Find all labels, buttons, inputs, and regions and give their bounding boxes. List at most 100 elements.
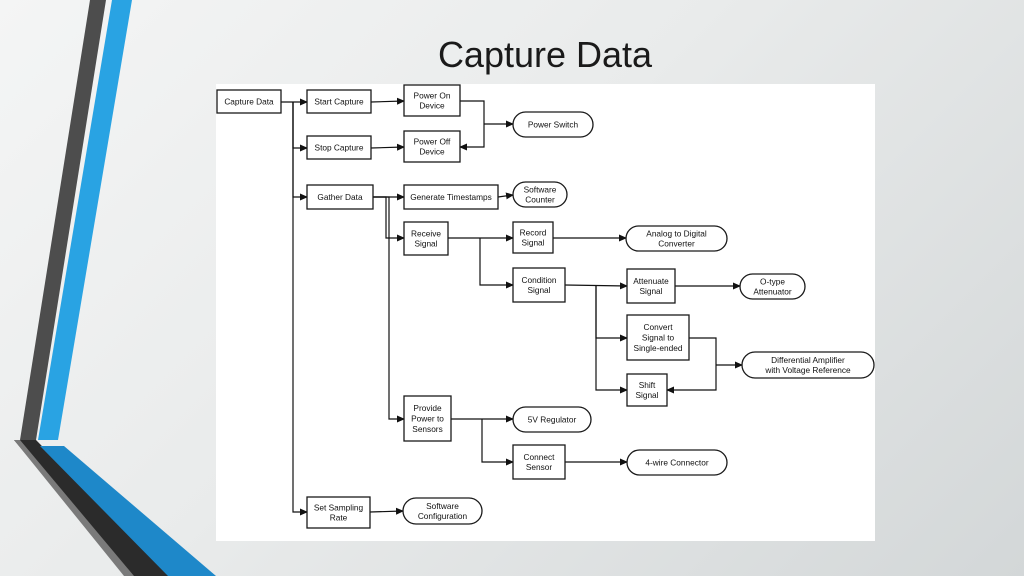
node-label: Stop Capture	[315, 143, 364, 153]
node-label: Configuration	[418, 511, 468, 521]
start-capture-box: Start Capture	[306, 89, 372, 114]
node-label: Software	[524, 184, 557, 194]
node-label: Condition	[521, 275, 556, 285]
node-label: Rate	[330, 513, 348, 523]
node-label: Generate Timestamps	[410, 192, 492, 202]
connector-arrow	[497, 192, 514, 200]
connector-arrow	[292, 102, 308, 201]
node-label: Shift	[639, 380, 656, 390]
node-shape	[739, 273, 806, 300]
node-shape	[403, 395, 452, 442]
node-label: Capture Data	[224, 97, 274, 107]
dark-corner-wedge	[14, 440, 170, 576]
connector-arrow	[459, 100, 485, 151]
charcoal-stripe	[20, 0, 106, 440]
four-wire-connector-terminal: 4-wire Connector	[626, 449, 728, 476]
node-label: Power Off	[414, 136, 451, 146]
node-label: 5V Regulator	[528, 415, 577, 425]
connector-arrow	[479, 238, 514, 289]
node-label: with Voltage Reference	[764, 365, 851, 375]
connector-arrow	[481, 419, 514, 466]
node-label: Attenuate	[633, 276, 669, 286]
node-shape	[512, 221, 554, 254]
grey-corner-wedge	[14, 440, 134, 576]
node-shape	[741, 351, 875, 379]
node-label: Software	[426, 501, 459, 511]
connector-arrow	[292, 102, 308, 152]
node-shape	[306, 184, 374, 210]
node-shape	[306, 135, 372, 160]
blue-corner-wedge	[40, 446, 216, 576]
node-shape	[626, 268, 676, 304]
connector-arrow	[595, 285, 628, 342]
node-label: Signal	[521, 238, 544, 248]
node-shape	[626, 373, 668, 407]
node-label: Counter	[525, 195, 555, 205]
node-label: Set Sampling	[314, 502, 364, 512]
node-shape	[626, 314, 690, 361]
node-label: Attenuator	[753, 287, 792, 297]
node-shape	[626, 449, 728, 476]
node-label: Power On	[414, 90, 451, 100]
node-label: Single-ended	[634, 343, 683, 353]
gather-data-box: Gather Data	[306, 184, 374, 210]
node-label: Sensor	[526, 462, 553, 472]
node-shape	[512, 267, 566, 303]
node-label: Signal	[639, 286, 662, 296]
stop-capture-box: Stop Capture	[306, 135, 372, 160]
connector-arrow	[595, 285, 628, 394]
node-label: 4-wire Connector	[645, 458, 708, 468]
capture-data-box: Capture Data	[216, 89, 282, 114]
connector-arrow	[370, 97, 405, 105]
node-shape	[216, 89, 282, 114]
connector-arrow	[373, 196, 405, 423]
node-shape	[512, 181, 568, 208]
node-shape	[512, 444, 566, 480]
connector-arrow	[666, 337, 717, 394]
regulator-5v-terminal: 5V Regulator	[512, 406, 592, 433]
node-label: Signal	[527, 285, 550, 295]
power-switch-terminal: Power Switch	[512, 111, 594, 138]
node-shape	[306, 496, 371, 529]
connector-arrow	[292, 102, 308, 516]
node-label: Converter	[658, 239, 695, 249]
node-shape	[402, 497, 483, 525]
node-label: Power to	[411, 414, 444, 424]
node-label: Receive	[411, 228, 441, 238]
connector-arrow	[369, 507, 404, 515]
node-shape	[403, 84, 461, 117]
node-label: Signal to	[642, 333, 675, 343]
node-label: Connect	[524, 452, 556, 462]
node-label: Signal	[414, 239, 437, 249]
node-label: O-type	[760, 276, 785, 286]
node-shape	[403, 130, 461, 163]
connector-arrow	[370, 143, 405, 151]
node-shape	[512, 406, 592, 433]
node-label: Power Switch	[528, 120, 579, 130]
slide-title: Capture Data	[437, 34, 653, 75]
generate-timestamps-box: Generate Timestamps	[403, 184, 499, 210]
node-label: Device	[419, 147, 445, 157]
node-shape	[625, 225, 728, 252]
blue-stripe	[38, 0, 132, 440]
node-label: Device	[419, 101, 445, 111]
node-label: Record	[520, 227, 547, 237]
node-label: Analog to Digital	[646, 228, 707, 238]
node-shape	[403, 221, 449, 256]
node-label: Convert	[643, 322, 673, 332]
